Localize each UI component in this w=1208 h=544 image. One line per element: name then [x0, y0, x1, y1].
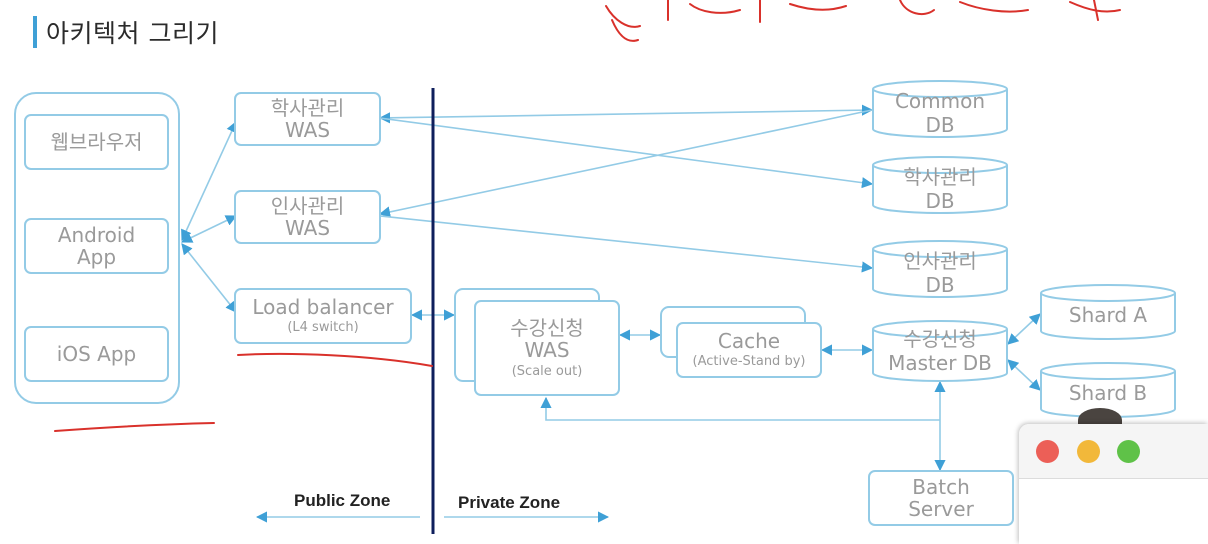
- cache-box: Cache (Active-Stand by): [676, 322, 822, 378]
- academic-db-cylinder-icon: [872, 156, 1008, 214]
- load-balancer-label-line2: (L4 switch): [287, 320, 359, 336]
- window-close-icon[interactable]: [1036, 440, 1059, 463]
- academic-was-label-line2: WAS: [284, 118, 331, 142]
- hr-db-label-line1: 인사관리: [903, 249, 977, 273]
- cache-label-line1: Cache: [717, 329, 781, 354]
- android-app-label-line1: Android: [57, 222, 136, 247]
- academic-was-label-line1: 학사관리: [270, 95, 345, 120]
- arrow-hr-was-to-hr-db: [379, 215, 874, 273]
- arrow-hr-was-to-common-db: [378, 109, 873, 218]
- ios-app-box: iOS App: [24, 326, 169, 382]
- arrow-academic-was-to-common-db: [378, 104, 874, 124]
- hr-db-cylinder-icon: [872, 240, 1008, 298]
- common-db-cylinder-icon: [872, 80, 1008, 138]
- cache-label-line2: (Active-Stand by): [692, 354, 806, 370]
- hr-was-label-line2: WAS: [284, 216, 331, 240]
- academic-db-label-line2: DB: [925, 188, 955, 213]
- overlay-window-titlebar: [1019, 424, 1208, 479]
- course-was-label-line1: 수강신청: [510, 315, 584, 340]
- master-db-label-line2: Master DB: [888, 350, 992, 375]
- hr-was-label-line1: 인사관리: [270, 193, 345, 218]
- academic-was-box: 학사관리 WAS: [234, 92, 381, 146]
- master-db-cylinder-icon: [872, 320, 1008, 382]
- web-browser-label: 웹브라우저: [50, 129, 143, 154]
- batch-server-box: Batch Server: [868, 470, 1014, 526]
- client-container: [14, 92, 180, 404]
- course-was-label-sub: (Scale out): [511, 363, 583, 379]
- hr-db: 인사관리 DB: [872, 240, 1008, 298]
- title-accent-bar: [33, 16, 37, 48]
- page-title: 아키텍처 그리기: [46, 19, 219, 48]
- web-browser-box: 웹브라우저: [24, 114, 169, 170]
- hr-was-box: 인사관리 WAS: [234, 190, 381, 244]
- batch-server-label-line1: Batch: [912, 474, 970, 499]
- arrow-master-to-shard-a: [1007, 313, 1041, 345]
- common-db-label-line1: Common: [894, 89, 986, 113]
- shard-b-cylinder-icon: [1040, 362, 1176, 418]
- arrow-client-to-hr-was: [180, 215, 238, 243]
- private-zone-label: Private Zone: [458, 493, 561, 512]
- hr-db-label-line2: DB: [925, 272, 955, 297]
- android-app-box: Android App: [24, 218, 169, 274]
- load-balancer-box: Load balancer (L4 switch): [234, 288, 412, 344]
- arrow-client-to-academic-was: [181, 120, 237, 242]
- window-zoom-icon[interactable]: [1117, 440, 1140, 463]
- batch-server-label-line2: Server: [908, 497, 974, 521]
- load-balancer-label-line1: Load balancer: [252, 295, 394, 320]
- window-minimize-icon[interactable]: [1077, 440, 1100, 463]
- common-db-label-line2: DB: [925, 112, 955, 137]
- shard-a-cylinder-icon: [1040, 284, 1176, 340]
- overlay-window: [1019, 424, 1208, 544]
- handwriting-underline-lb: [237, 352, 433, 367]
- academic-db: 학사관리 DB: [872, 156, 1008, 214]
- shard-b-label: Shard B: [1068, 381, 1148, 405]
- common-db: Common DB: [872, 80, 1008, 138]
- arrow-master-to-shard-b: [1007, 359, 1041, 391]
- course-was-label-line2: WAS: [524, 338, 570, 363]
- android-app-label-line2: App: [76, 245, 117, 269]
- academic-db-label-line1: 학사관리: [903, 165, 977, 189]
- arrow-academic-was-to-academic-db: [379, 117, 874, 189]
- ios-app-label: iOS App: [56, 341, 137, 366]
- shard-a-label: Shard A: [1068, 303, 1148, 327]
- course-was-box: 수강신청 WAS (Scale out): [474, 300, 620, 396]
- shard-b-db: Shard B: [1040, 362, 1176, 418]
- shard-a-db: Shard A: [1040, 284, 1176, 340]
- arrow-client-to-lb: [181, 243, 237, 313]
- master-db-label-line1: 수강신청: [903, 327, 977, 351]
- arrow-batch-to-course-was: [540, 396, 940, 421]
- handwriting-underline-clients: [54, 422, 215, 432]
- handwriting-top-scribble: [605, 0, 1121, 42]
- public-zone-label: Public Zone: [294, 491, 391, 510]
- master-db: 수강신청 Master DB: [872, 320, 1008, 382]
